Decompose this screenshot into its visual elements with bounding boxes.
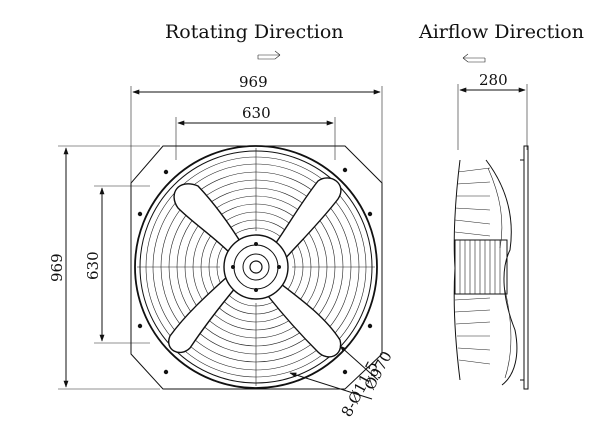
mounting-holes	[137, 167, 373, 375]
dimension-height-label: 969	[48, 253, 66, 282]
side-view: 280	[453, 71, 529, 390]
airflow-direction-label: Airflow Direction	[418, 21, 584, 43]
side-mounting-plate	[523, 145, 529, 390]
dimension-inner-height-label: 630	[84, 251, 102, 280]
side-guard-ribs	[454, 167, 491, 365]
callout-leader-ring	[339, 345, 379, 381]
fan-blades	[168, 177, 342, 358]
mounting-plate	[130, 145, 383, 390]
rotating-direction-label: Rotating Direction	[165, 21, 344, 43]
guard-outer-ring	[134, 145, 378, 389]
rotating-direction-arrow-icon	[257, 50, 281, 60]
grille-spokes	[137, 148, 375, 386]
airflow-direction-arrow-icon	[462, 53, 486, 63]
side-motor	[454, 239, 508, 295]
dimension-inner-width-label: 630	[242, 104, 271, 122]
dimension-width-label: 969	[239, 73, 268, 91]
dimension-depth-label: 280	[479, 71, 508, 89]
motor-hub	[223, 234, 289, 300]
side-blade	[485, 159, 518, 386]
callout-leader-holes	[289, 372, 373, 400]
front-view: 969 630 969 630 Ø970 8-Ø11.5	[48, 73, 396, 420]
